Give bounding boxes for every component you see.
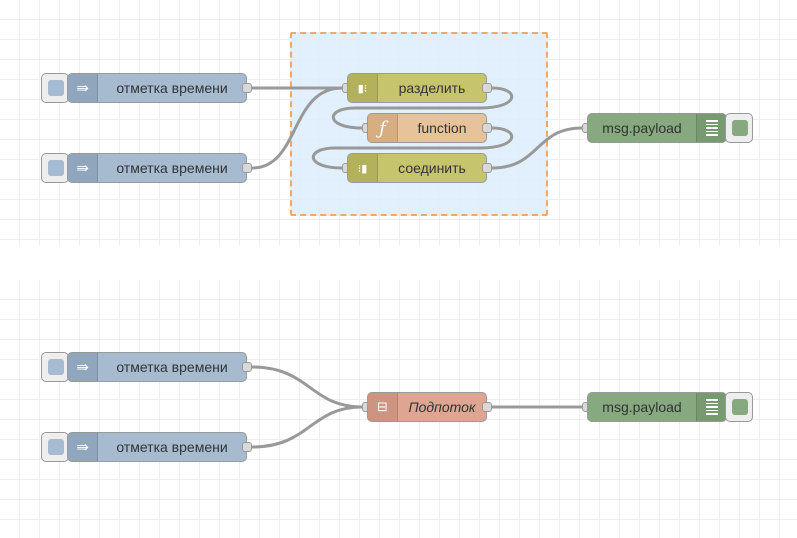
inject-trigger-button[interactable] (41, 352, 69, 382)
node-label: отметка времени (116, 359, 228, 375)
inject-node[interactable]: ⇛ отметка времени (67, 73, 247, 103)
function-icon: ƒ (368, 114, 398, 142)
subflow-node[interactable]: ⊟ Подпоток (367, 392, 487, 422)
output-port[interactable] (242, 83, 252, 93)
wire (311, 126, 513, 170)
wire (331, 86, 513, 130)
node-label: отметка времени (116, 160, 228, 176)
inject-node[interactable]: ⇛ отметка времени (67, 432, 247, 462)
join-node[interactable]: ⁝▮ соединить (347, 153, 487, 183)
node-label: соединить (398, 160, 466, 176)
output-port[interactable] (482, 123, 492, 133)
debug-node[interactable]: msg.payload (587, 113, 727, 143)
debug-node[interactable]: msg.payload (587, 392, 727, 422)
output-port[interactable] (242, 163, 252, 173)
split-icon: ▮⁝ (348, 74, 378, 102)
inject-trigger-button[interactable] (41, 432, 69, 462)
inject-node[interactable]: ⇛ отметка времени (67, 352, 247, 382)
inject-trigger-button[interactable] (41, 153, 69, 183)
inject-trigger-button[interactable] (41, 73, 69, 103)
flow-separator (0, 246, 797, 280)
output-port[interactable] (482, 163, 492, 173)
wire (251, 365, 363, 409)
arrow-right-icon: ⇛ (68, 433, 98, 461)
node-label: msg.payload (602, 120, 682, 136)
arrow-right-icon: ⇛ (68, 74, 98, 102)
node-label: Подпоток (408, 399, 476, 415)
node-label: отметка времени (116, 80, 228, 96)
list-icon (696, 393, 726, 421)
function-node[interactable]: ƒ function (367, 113, 487, 143)
node-label: function (417, 120, 467, 136)
list-icon (696, 114, 726, 142)
node-group[interactable] (290, 32, 548, 216)
node-label: msg.payload (602, 399, 682, 415)
node-label: отметка времени (116, 439, 228, 455)
node-label: разделить (398, 80, 466, 96)
output-port[interactable] (482, 402, 492, 412)
arrow-right-icon: ⇛ (68, 154, 98, 182)
wire (251, 86, 343, 170)
wire (251, 405, 363, 449)
arrow-right-icon: ⇛ (68, 353, 98, 381)
split-node[interactable]: ▮⁝ разделить (347, 73, 487, 103)
output-port[interactable] (482, 83, 492, 93)
join-icon: ⁝▮ (348, 154, 378, 182)
subflow-icon: ⊟ (368, 393, 398, 421)
debug-toggle-button[interactable] (725, 392, 753, 422)
inject-node[interactable]: ⇛ отметка времени (67, 153, 247, 183)
wire (491, 126, 583, 170)
output-port[interactable] (242, 362, 252, 372)
output-port[interactable] (242, 442, 252, 452)
debug-toggle-button[interactable] (725, 113, 753, 143)
